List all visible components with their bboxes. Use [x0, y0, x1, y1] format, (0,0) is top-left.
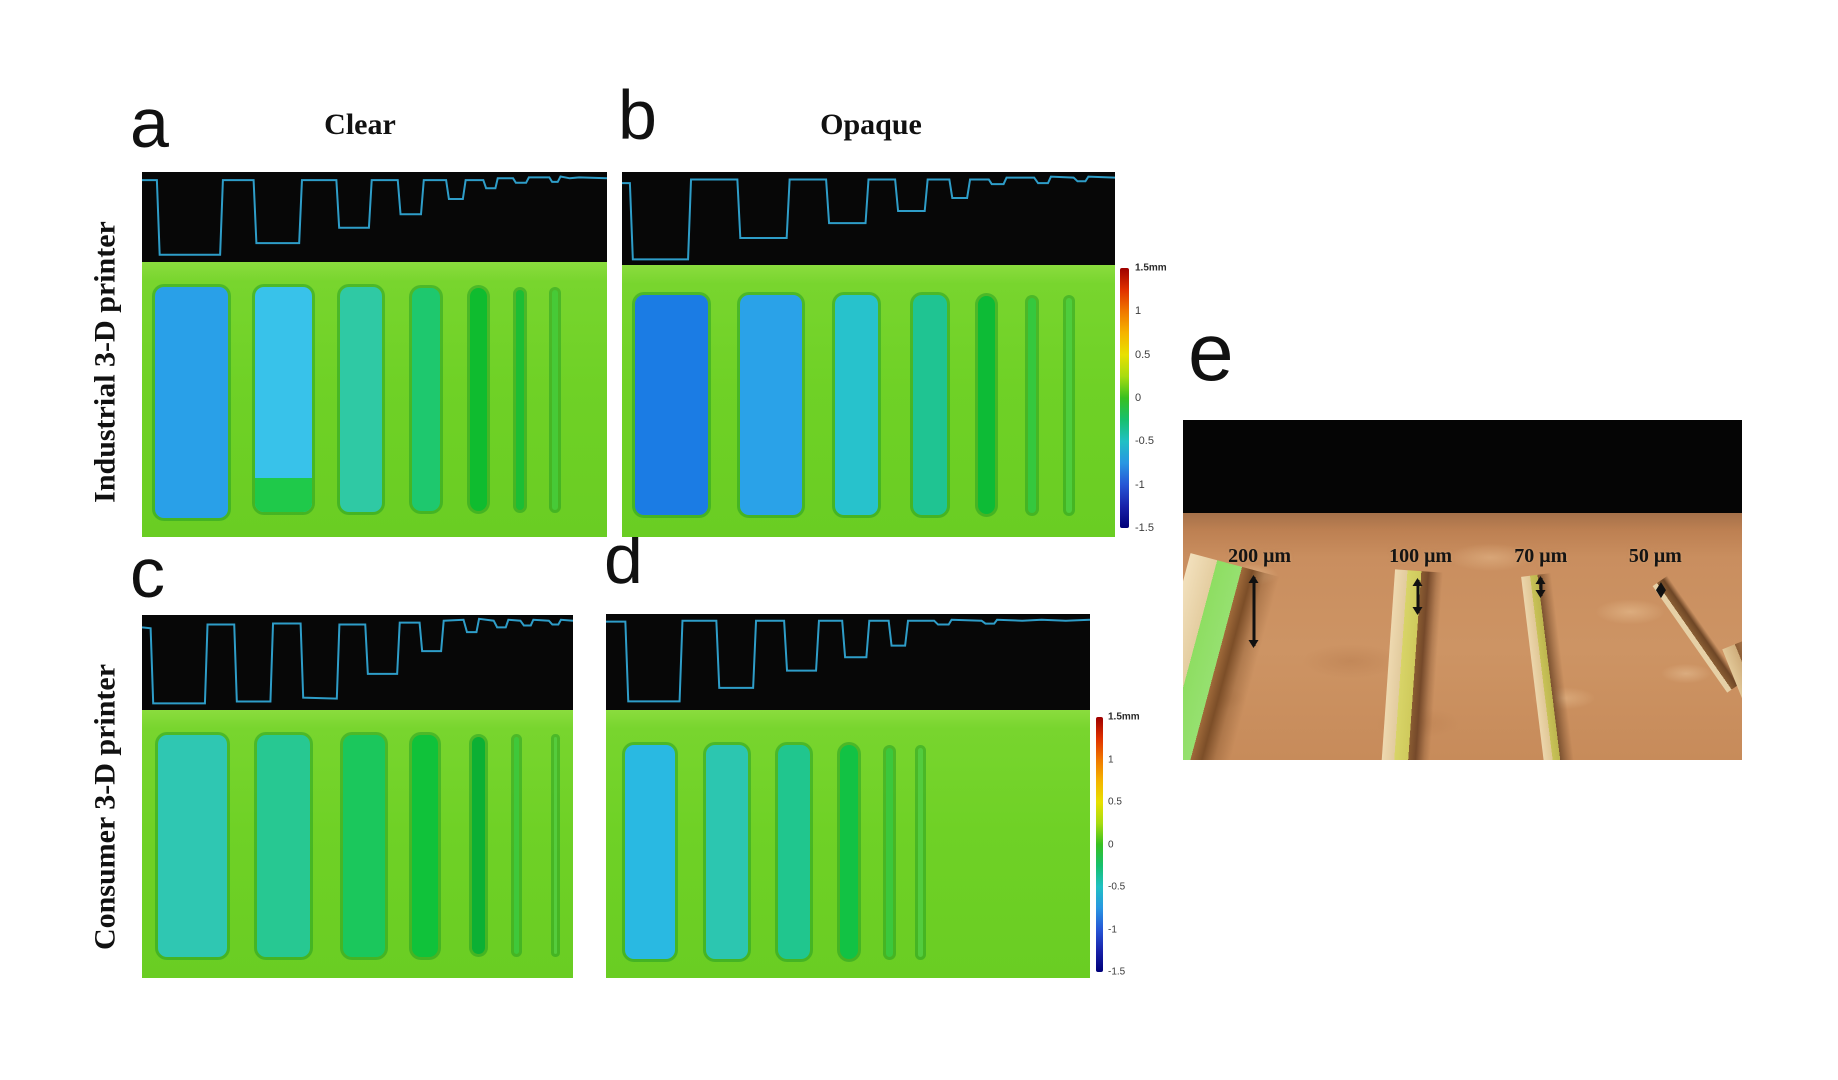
panel-b-profile-plot [622, 172, 1115, 265]
panel-label-c: c [130, 534, 165, 612]
depth-label: 200 μm [1228, 545, 1292, 568]
channel-bar [918, 747, 923, 957]
channel-bar [634, 294, 708, 516]
panel-label-b: b [618, 76, 657, 154]
channel-bar [254, 286, 313, 513]
profile-line [142, 615, 573, 710]
channel-bar [515, 289, 524, 510]
channel-bar [777, 744, 810, 960]
diamond-marker-icon [1655, 582, 1666, 599]
colorbar-tick: 1.5mm [1135, 262, 1167, 274]
channel-bar [886, 747, 893, 957]
depth-label: 50 μm [1628, 545, 1682, 568]
profile-line [142, 172, 607, 262]
panel-d-scan [606, 614, 1090, 978]
channel-bar [839, 744, 858, 960]
panel-e-surface: 200 μm 100 μm 70 μm 50 μm [1183, 513, 1742, 760]
channel-bar [472, 736, 486, 954]
channel-bar [834, 294, 878, 516]
colorbar-top: 1.5mm 1 0.5 0 -0.5 -1 -1.5 [1120, 263, 1190, 534]
channel-bar [739, 294, 802, 516]
channel-bar [342, 734, 385, 958]
colorbar-tick: 0 [1135, 392, 1142, 404]
channel-bar [469, 288, 488, 511]
colorbar-tick: -1.5 [1108, 966, 1126, 978]
colorbar-tick: -0.5 [1108, 881, 1126, 893]
panel-c-scan [142, 615, 573, 978]
panel-b-heatmap [622, 265, 1115, 537]
column-title-clear: Clear [324, 108, 396, 141]
panel-a-scan [142, 172, 607, 537]
channel-bar [553, 736, 558, 954]
colorbar-tick: -1 [1108, 924, 1117, 935]
panel-label-e: e [1188, 307, 1234, 398]
colorbar-tick: 0 [1108, 839, 1114, 850]
channel-bar [624, 744, 675, 960]
panel-a-profile-plot [142, 172, 607, 262]
colorbar-bottom: 1.5mm 1 0.5 0 -0.5 -1 -1.5 [1096, 712, 1166, 978]
colorbar-gradient [1096, 717, 1103, 972]
channel-bar [340, 286, 382, 513]
channel-bar [257, 734, 311, 958]
depth-label: 70 μm [1514, 545, 1568, 568]
panel-c-profile-plot [142, 615, 573, 710]
column-title-opaque: Opaque [820, 108, 922, 141]
profile-line [606, 614, 1090, 710]
colorbar-tick: 1 [1108, 754, 1114, 765]
row-title-consumer: Consumer 3-D printer [88, 663, 122, 951]
panel-e-3d-view: 200 μm 100 μm 70 μm 50 μm [1183, 420, 1742, 760]
profile-line [622, 172, 1115, 265]
double-arrow-icon [1252, 577, 1256, 647]
colorbar-tick: 1.5mm [1108, 711, 1140, 723]
colorbar-gradient [1120, 268, 1129, 528]
channel-bar [1028, 297, 1036, 513]
channel-bar [912, 294, 948, 516]
channel-bar-patch [254, 478, 313, 513]
double-arrow-icon [1416, 579, 1420, 614]
panel-a-heatmap [142, 262, 607, 537]
panel-d-profile-plot [606, 614, 1090, 710]
channel-bar [412, 288, 441, 511]
channel-bar [1065, 297, 1072, 513]
channel-bar [411, 734, 438, 958]
channel-bar [977, 296, 995, 514]
panel-c-heatmap [142, 710, 573, 978]
panel-b-scan [622, 172, 1115, 537]
colorbar-tick: -0.5 [1135, 435, 1154, 448]
panel-d-heatmap [606, 710, 1090, 978]
channel-bar [157, 734, 227, 958]
colorbar-tick: -1.5 [1135, 522, 1154, 534]
panel-e-background [1183, 420, 1742, 513]
colorbar-tick: 0.5 [1135, 348, 1151, 361]
channel-bar [552, 289, 559, 510]
row-title-industrial: Industrial 3-D printer [88, 221, 122, 503]
double-arrow-icon [1539, 578, 1543, 596]
channel-bar [155, 286, 229, 518]
panel-label-a: a [130, 84, 169, 162]
depth-annotations: 200 μm 100 μm 70 μm 50 μm [1183, 513, 1742, 760]
colorbar-tick: 1 [1135, 305, 1142, 318]
colorbar-tick: 0.5 [1108, 796, 1122, 808]
depth-label: 100 μm [1389, 545, 1453, 568]
channel-bar [706, 744, 749, 960]
channel-bar [513, 736, 520, 954]
colorbar-tick: -1 [1135, 478, 1145, 491]
